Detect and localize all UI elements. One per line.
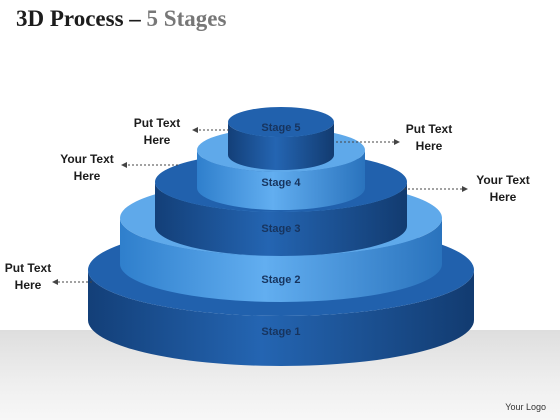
stage-3-label: Stage 3 [261,223,300,235]
callout-line: Put Text [133,116,181,130]
callout-line: Here [143,133,171,147]
callout-stage-1-left: Put Text Here [0,260,56,294]
callout-stage-5-left: Put Text Here [127,115,187,149]
callout-line: Your Text [60,152,114,166]
arrowhead-stage-5-left [192,127,198,133]
stage-2-label: Stage 2 [261,274,300,286]
stage-1-side [88,270,474,366]
stage-4-label: Stage 4 [261,177,301,189]
callout-stage-5-right: Put Text Here [398,121,460,155]
callout-line: Here [489,190,517,204]
title-sub: 5 Stages [146,6,227,31]
footer-logo-text: Your Logo [505,402,546,412]
arrowhead-stage-1-left [52,279,58,285]
stage-3-side [155,182,407,256]
stage-5-layer [228,107,334,170]
callout-line: Here [14,278,42,292]
callout-line: Here [73,169,101,183]
callout-stage-4-left: Your Text Here [52,151,122,185]
arrowhead-stage-3-right [462,186,468,192]
callout-line: Put Text [4,261,52,275]
callout-stage-3-right: Your Text Here [468,172,538,206]
callout-line: Here [415,139,443,153]
stage-5-label: Stage 5 [261,122,300,134]
title-main: 3D Process – [16,6,147,31]
stage-1-label: Stage 1 [261,326,300,338]
arrowhead-stage-5-right [394,139,400,145]
stage-5-side [228,122,334,170]
stage-5-top [228,107,334,137]
callout-line: Your Text [476,173,530,187]
stage-4-side [197,150,365,210]
page-title: 3D Process – 5 Stages [16,6,226,32]
arrowhead-stage-4-left [121,162,127,168]
callout-line: Put Text [405,122,453,136]
stage-2-side [120,218,442,302]
